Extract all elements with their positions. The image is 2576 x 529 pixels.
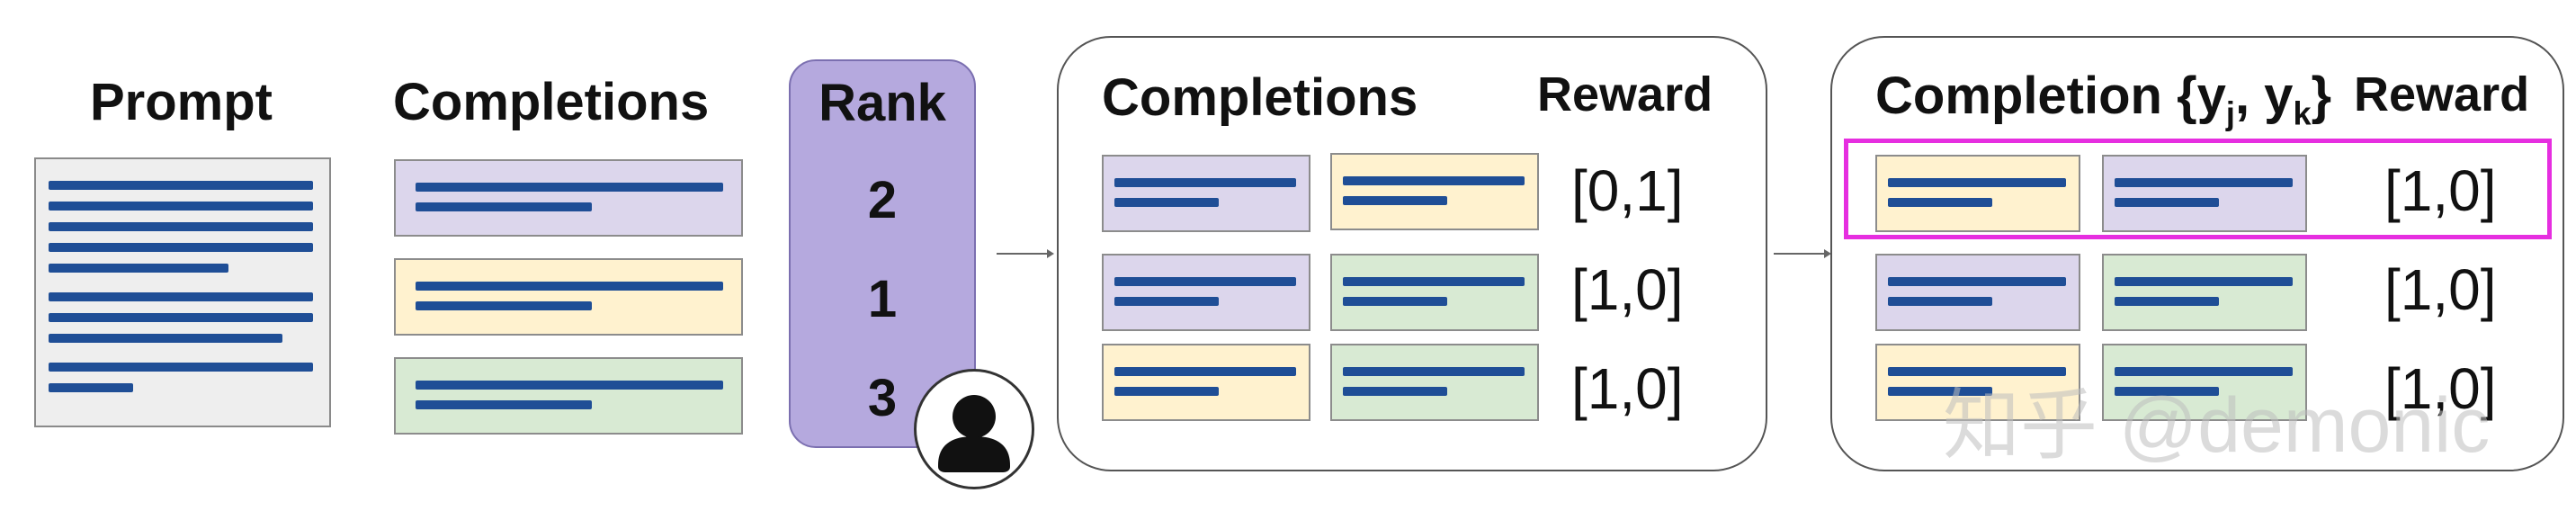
text-line <box>49 383 133 392</box>
pair-card <box>1875 254 2080 331</box>
prompt-document <box>34 157 331 427</box>
text-line <box>49 363 313 372</box>
text-line <box>1888 297 1992 306</box>
text-line <box>416 301 592 310</box>
text-line <box>1114 277 1296 286</box>
reward-value: [1,0] <box>1571 356 1684 421</box>
text-line <box>49 292 313 301</box>
text-line <box>2115 198 2219 207</box>
pair-card <box>2102 155 2307 232</box>
text-line <box>1114 198 1219 207</box>
text-line <box>1888 198 1992 207</box>
text-line <box>49 313 313 322</box>
text-line <box>49 264 228 273</box>
group2-reward-title: Reward <box>2354 67 2530 121</box>
text-line <box>416 400 592 409</box>
text-line <box>49 181 313 190</box>
text-line <box>2115 178 2293 187</box>
completion-card-green <box>394 357 743 435</box>
rank-value: 2 <box>867 171 898 229</box>
rank-title: Rank <box>818 74 946 132</box>
text-line <box>2115 367 2293 376</box>
text-line <box>49 202 313 211</box>
text-line <box>49 222 313 231</box>
reward-value: [1,0] <box>1571 257 1684 322</box>
text-line <box>1888 178 2066 187</box>
group1-reward-title: Reward <box>1537 67 1713 121</box>
arrow-right-icon <box>997 249 1054 258</box>
text-line <box>1343 367 1525 376</box>
rank-value: 1 <box>867 270 898 328</box>
prompt-title: Prompt <box>90 73 273 131</box>
text-line <box>1114 297 1219 306</box>
reward-value: [0,1] <box>1571 158 1684 223</box>
text-line <box>1114 178 1296 187</box>
pair-card <box>2102 254 2307 331</box>
text-line <box>2115 297 2219 306</box>
text-line <box>1114 387 1219 396</box>
watermark: 知乎 @demonic <box>1943 382 2491 469</box>
reward-value: [1,0] <box>2384 158 2497 223</box>
pair-card <box>1330 344 1539 421</box>
reward-value: [1,0] <box>2384 356 2497 421</box>
text-line <box>416 282 723 291</box>
text-line <box>2115 277 2293 286</box>
group2-title: Completion {yj, yk} <box>1875 67 2332 132</box>
arrow-right-icon <box>1774 249 1831 258</box>
text-line <box>49 243 313 252</box>
text-line <box>1114 367 1296 376</box>
rank-value: 3 <box>867 369 898 427</box>
user-icon <box>938 395 1010 472</box>
text-line <box>1343 196 1447 205</box>
selected-pair-highlight <box>1844 139 2552 239</box>
text-line <box>416 183 723 192</box>
text-line <box>1888 367 2066 376</box>
text-line <box>1343 277 1525 286</box>
text-line <box>1888 277 2066 286</box>
text-line <box>1888 387 1992 396</box>
text-line <box>1343 387 1447 396</box>
text-line <box>1343 297 1447 306</box>
pair-card <box>2102 344 2307 421</box>
pair-card <box>1875 155 2080 232</box>
group1-title: Completions <box>1102 68 1418 127</box>
pair-card <box>1330 254 1539 331</box>
pair-card <box>1875 344 2080 421</box>
text-line <box>49 334 282 343</box>
pair-card <box>1102 254 1310 331</box>
pair-card <box>1330 153 1539 230</box>
text-line <box>416 381 723 390</box>
text-line <box>2115 387 2219 396</box>
selected-completions-panel: Completion {yj, yk} Reward [1,0] [1,0] [… <box>1830 36 2564 471</box>
pairwise-completions-panel: Completions Reward [0,1] [1,0] [1,0] <box>1057 36 1767 471</box>
completions-title: Completions <box>393 73 710 131</box>
pair-card <box>1102 155 1310 232</box>
completion-card-purple <box>394 159 743 237</box>
text-line <box>416 202 592 211</box>
labeler-avatar <box>914 369 1034 489</box>
reward-value: [1,0] <box>2384 257 2497 322</box>
completion-card-yellow <box>394 258 743 336</box>
text-line <box>1343 176 1525 185</box>
pair-card <box>1102 344 1310 421</box>
rank-panel: Rank 2 1 3 <box>789 59 976 448</box>
